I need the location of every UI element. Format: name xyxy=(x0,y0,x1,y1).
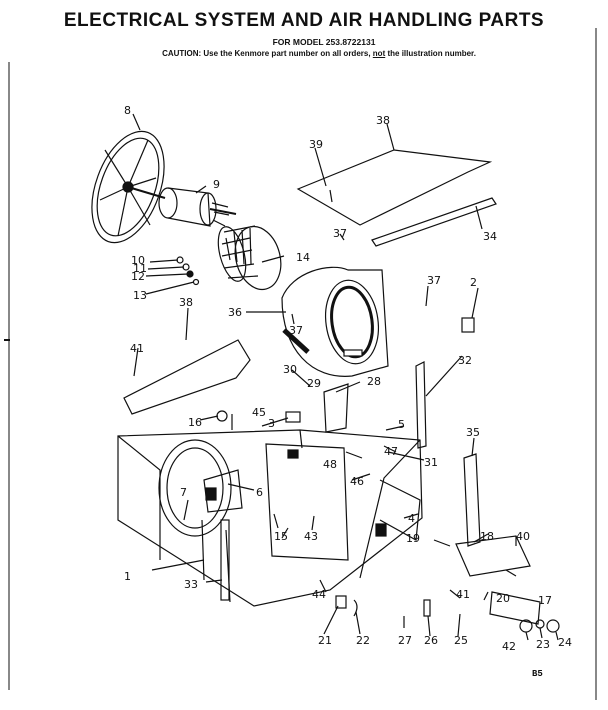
model-number: FOR MODEL 253.8722131 xyxy=(272,37,376,47)
caution-not: not xyxy=(372,49,386,58)
callout-23: 23 xyxy=(536,638,550,651)
drain-tube xyxy=(415,361,427,449)
clip-21 xyxy=(335,595,347,609)
callout-30: 30 xyxy=(283,363,297,376)
top-rail xyxy=(371,197,497,247)
caution-note: CAUTION: Use the Kenmore part number on … xyxy=(0,49,608,58)
callout-48: 46 xyxy=(350,475,364,488)
page-title: ELECTRICAL SYSTEM AND AIR HANDLING PARTS xyxy=(63,10,545,31)
capacitor xyxy=(423,599,431,617)
bracket-clip xyxy=(461,317,475,333)
callout-44: 42 xyxy=(502,640,516,653)
top-cover xyxy=(296,149,493,226)
callout-32: 32 xyxy=(458,354,472,367)
callout-5: 5 xyxy=(398,418,405,431)
caution-suffix: the illustration number. xyxy=(387,49,476,58)
callout-33: 33 xyxy=(184,578,198,591)
callout-11: 11 xyxy=(133,262,147,275)
fan-motor xyxy=(158,187,237,227)
callout-45: 43 xyxy=(304,530,318,543)
switch-box xyxy=(455,535,531,577)
callout-50: 48 xyxy=(323,458,337,471)
small-part-3 xyxy=(285,411,301,423)
chassis-base-pan xyxy=(117,429,423,607)
knob-24 xyxy=(546,619,560,633)
blower-wheel xyxy=(217,225,282,291)
callout-22: 22 xyxy=(356,634,370,647)
callout-15: 15 xyxy=(274,530,288,543)
callout-1: 1 xyxy=(124,570,131,583)
callout-13: 13 xyxy=(133,289,147,302)
callout-2: 2 xyxy=(470,276,477,289)
page-code: B5 xyxy=(532,669,543,679)
callout-42: 40 xyxy=(516,530,530,543)
scroll-housing xyxy=(281,266,389,377)
callout-18: 18 xyxy=(480,530,494,543)
control-panel xyxy=(463,453,481,547)
callout-29: 29 xyxy=(307,377,321,390)
callout-28: 28 xyxy=(367,375,381,388)
control-plate xyxy=(489,591,541,625)
callout-26: 26 xyxy=(424,634,438,647)
callout-12: 12 xyxy=(131,270,145,283)
side-panel xyxy=(123,339,251,415)
callout-6: 6 xyxy=(256,486,263,499)
callout-3: 3 xyxy=(268,417,275,430)
callout-9: 9 xyxy=(213,178,220,191)
callout-20: 20 xyxy=(496,592,510,605)
callout-14: 14 xyxy=(296,251,310,264)
mount-bracket xyxy=(323,383,349,433)
callout-19: 19 xyxy=(406,532,420,545)
callout-10: 10 xyxy=(131,254,145,267)
callout-36: 36 xyxy=(228,306,242,319)
callout-37-housing: 37 xyxy=(289,324,303,337)
small-hardware-10-13 xyxy=(176,256,200,286)
callout-40: 38 xyxy=(179,296,193,309)
callout-39: 39 xyxy=(309,138,323,151)
fan-blade xyxy=(91,130,166,244)
callout-34: 34 xyxy=(483,230,497,243)
callout-38: 38 xyxy=(376,114,390,127)
callout-25: 25 xyxy=(454,634,468,647)
callout-16: 16 xyxy=(188,416,202,429)
callout-31: 31 xyxy=(424,456,438,469)
callout-35: 35 xyxy=(466,426,480,439)
callout-37-top: 37 xyxy=(333,227,347,240)
spring-22 xyxy=(353,599,358,617)
callout-8: 8 xyxy=(124,104,131,117)
callout-41: 41 xyxy=(130,342,144,355)
callout-17: 17 xyxy=(538,594,552,607)
callout-4: 4 xyxy=(408,512,415,525)
callout-27: 27 xyxy=(398,634,412,647)
callout-47: 45 xyxy=(252,406,266,419)
callout-46: 44 xyxy=(312,588,326,601)
small-part-16 xyxy=(216,410,228,422)
callout-24: 24 xyxy=(558,636,572,649)
callout-7: 7 xyxy=(180,486,187,499)
caution-prefix: CAUTION: Use the Kenmore part number on … xyxy=(162,49,371,58)
bracket-33 xyxy=(220,519,230,601)
callout-37-right: 37 xyxy=(427,274,441,287)
callout-49: 47 xyxy=(384,445,398,458)
callout-43: 41 xyxy=(456,588,470,601)
callout-21: 21 xyxy=(318,634,332,647)
